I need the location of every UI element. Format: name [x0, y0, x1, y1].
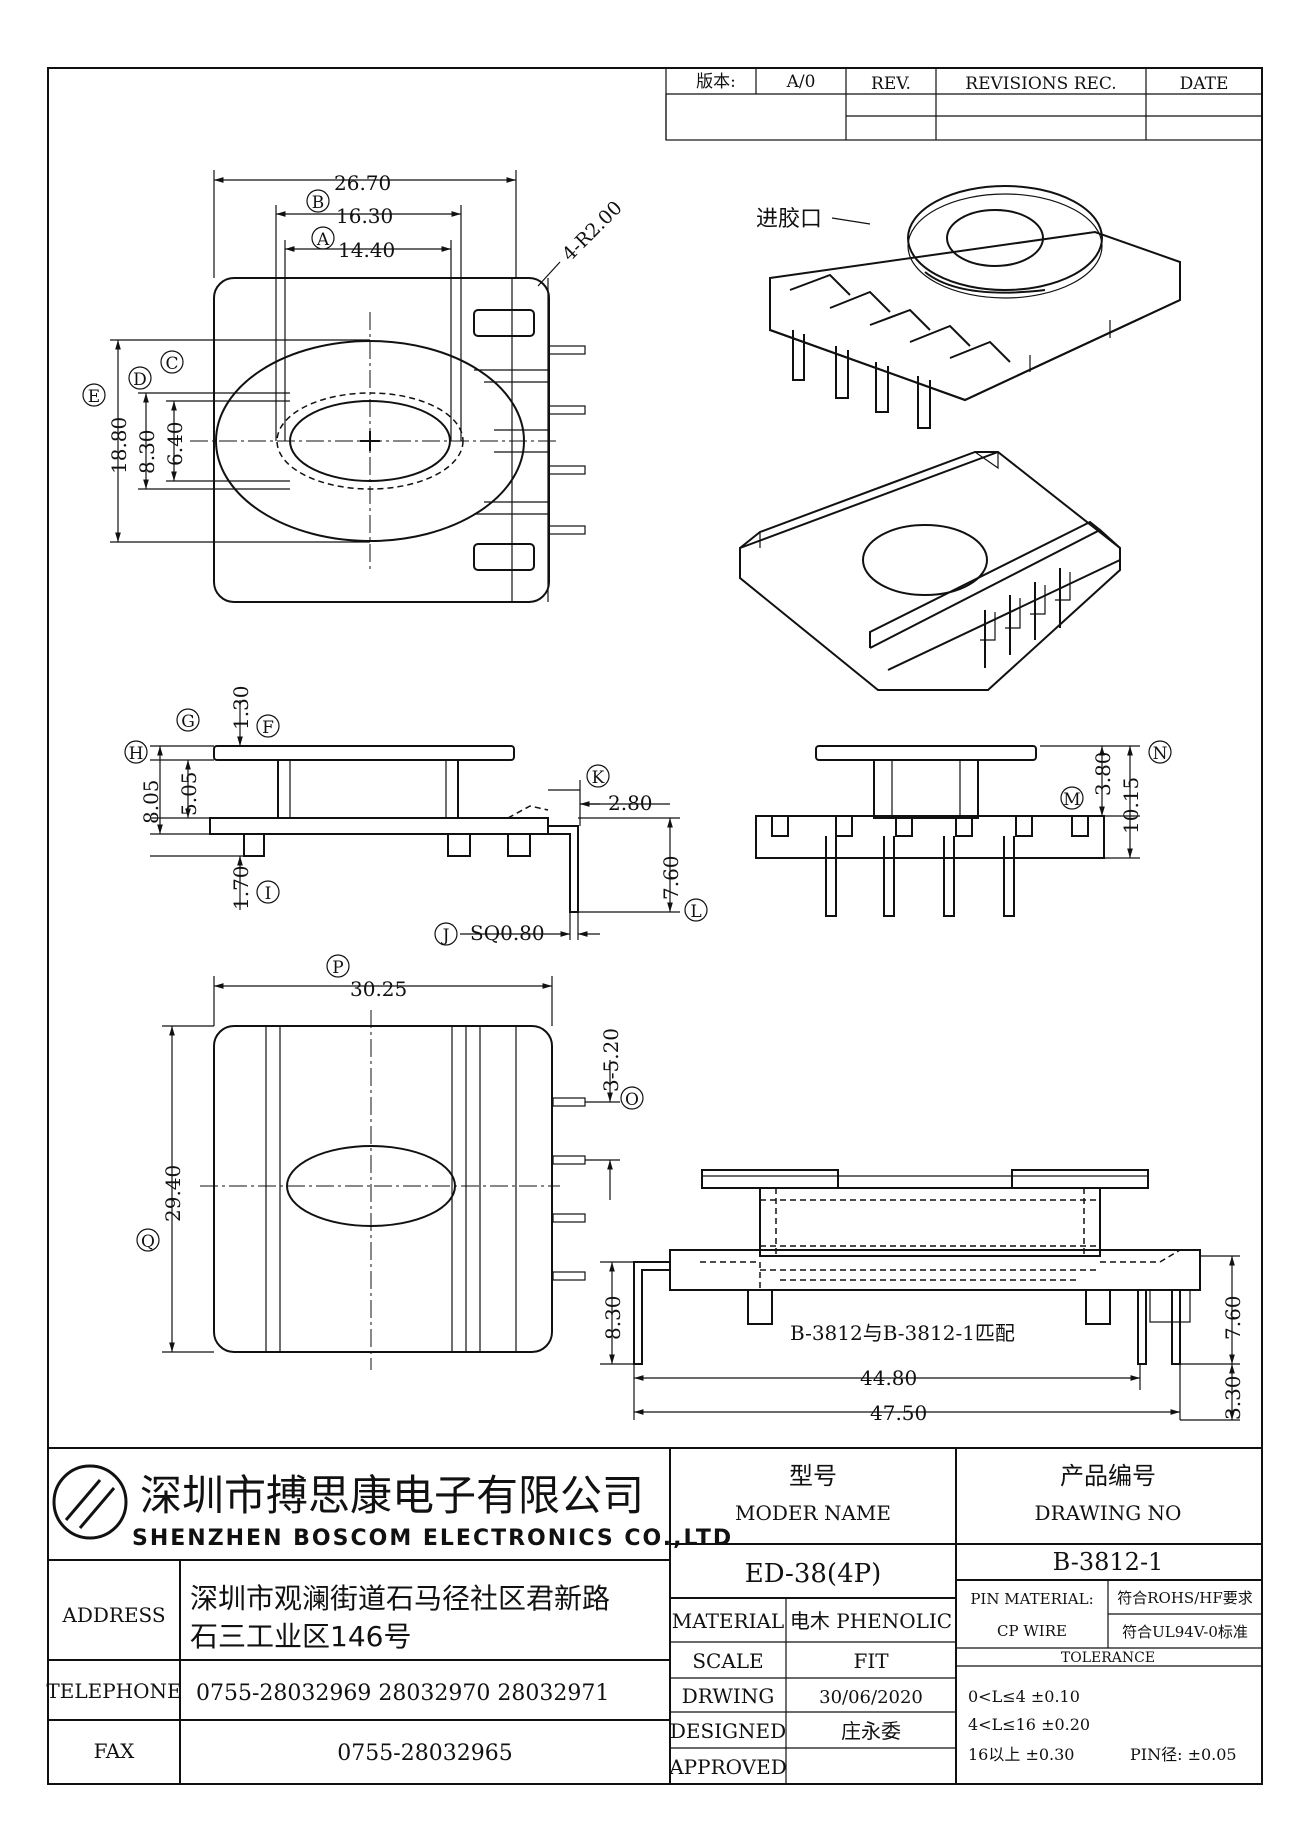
drawing-date-value: 30/06/2020 [819, 1687, 923, 1708]
side-view: 1.30 8.05 5.05 1.70 G F H I 2.80 K 7.60 … [124, 685, 708, 946]
callout-i: I [265, 884, 272, 904]
fax-value: 0755-28032965 [337, 1741, 512, 1766]
address-label: ADDRESS [61, 1603, 165, 1627]
designed-label: DESIGNED [670, 1719, 786, 1743]
company-logo [52, 1464, 128, 1540]
telephone-value: 0755-28032969 28032970 28032971 [196, 1681, 609, 1706]
dim-3-80: 3.80 [1091, 751, 1115, 796]
dim-1-30: 1.30 [229, 685, 253, 730]
rev-label: REV. [871, 74, 911, 94]
company-name-en: SHENZHEN BOSCOM ELECTRONICS CO.,LTD [132, 1526, 733, 1551]
callout-h: H [129, 744, 144, 764]
dim-16-30: 16.30 [336, 204, 393, 228]
model-label-cn: 型号 [789, 1462, 837, 1490]
callout-p: P [332, 958, 343, 978]
ul-compliance: 符合UL94V-0标准 [1122, 1623, 1248, 1641]
dim-8-30: 8.30 [135, 429, 159, 474]
dim-1-70: 1.70 [229, 865, 253, 910]
dim-18-80: 18.80 [107, 417, 131, 474]
dim-29-40: 29.40 [161, 1165, 185, 1222]
dim-6-40: 6.40 [163, 421, 187, 466]
drawing-date-label: DRWING [682, 1684, 775, 1708]
scale-value: FIT [853, 1649, 889, 1673]
tolerance-range-2: 4<L≤16 ±0.20 [968, 1715, 1090, 1734]
dim-5-05: 5.05 [177, 771, 201, 816]
dim-26-70: 26.70 [334, 171, 391, 195]
material-label: MATERIAL [672, 1609, 784, 1633]
pin-material-value: CP WIRE [997, 1622, 1067, 1640]
callout-a: A [316, 230, 330, 250]
model-value: ED-38(4P) [745, 1559, 882, 1589]
callout-f: F [262, 718, 274, 738]
tolerance-range-3: 16以上 ±0.30 [968, 1745, 1074, 1764]
designed-value: 庄永委 [841, 1719, 901, 1743]
title-block: 深圳市搏思康电子有限公司 SHENZHEN BOSCOM ELECTRONICS… [46, 1447, 1263, 1785]
date-label: DATE [1180, 74, 1229, 94]
scale-label: SCALE [692, 1649, 763, 1673]
revision-table: 版本: A/0 REV. REVISIONS REC. DATE [665, 67, 1263, 141]
address-line1: 深圳市观澜街道石马径社区君新路 [190, 1582, 610, 1615]
iso-gate-label: 进胶口 [756, 207, 822, 232]
revisions-label: REVISIONS REC. [965, 74, 1116, 94]
dim-30-25: 30.25 [350, 977, 407, 1001]
tolerance-range-1: 0<L≤4 ±0.10 [968, 1687, 1080, 1706]
top-view: 26.70 B 16.30 A 14.40 4-R2.00 18.80 8.30… [82, 170, 627, 603]
dim-radius: 4-R2.00 [558, 197, 627, 266]
callout-n: N [1153, 744, 1168, 764]
callout-c: C [165, 354, 178, 374]
dim-asm-44-80: 44.80 [860, 1366, 917, 1390]
dim-asm-3-30: 3.30 [1221, 1375, 1245, 1420]
dim-asm-8-30: 8.30 [601, 1295, 625, 1340]
rev-version-value: A/0 [786, 72, 816, 92]
assembly-note: B-3812与B-3812-1匹配 [790, 1321, 1015, 1345]
tolerance-pin: PIN径: ±0.05 [1130, 1745, 1237, 1764]
callout-l: L [690, 902, 701, 922]
rev-version-label: 版本: [696, 72, 736, 92]
telephone-label: TELEPHONE [46, 1679, 181, 1703]
approved-label: APPROVED [668, 1755, 787, 1779]
model-label-en: MODER NAME [735, 1501, 891, 1525]
dim-asm-7-60: 7.60 [1221, 1295, 1245, 1340]
fax-label: FAX [94, 1739, 136, 1763]
callout-k: K [592, 768, 605, 788]
company-name-cn: 深圳市搏思康电子有限公司 [140, 1471, 644, 1520]
dim-14-40: 14.40 [338, 238, 395, 262]
material-value: 电木 PHENOLIC [790, 1609, 952, 1633]
isometric-view-bottom [739, 450, 1121, 691]
rohs-compliance: 符合ROHS/HF要求 [1117, 1589, 1253, 1607]
drawing-label-en: DRAWING NO [1035, 1501, 1182, 1525]
callout-q: Q [141, 1232, 155, 1252]
dim-8-05: 8.05 [139, 779, 163, 824]
isometric-view-top: 进胶口 [756, 185, 1181, 429]
dim-sq: SQ0.80 [470, 921, 545, 945]
pin-material-label: PIN MATERIAL: [970, 1590, 1093, 1608]
front-view: 3.80 10.15 N M [755, 740, 1172, 917]
dim-asm-47-50: 47.50 [870, 1401, 927, 1425]
drawing-value: B-3812-1 [1053, 1548, 1164, 1576]
drawing-label-cn: 产品编号 [1060, 1462, 1156, 1490]
assembly-view: B-3812与B-3812-1匹配 8.30 7.60 44.80 47.50 … [600, 1169, 1245, 1425]
callout-e: E [88, 387, 100, 407]
bottom-view: 30.25 P 29.40 Q 3-5.20 O [136, 954, 644, 1370]
dim-10-15: 10.15 [1119, 777, 1143, 834]
callout-o: O [625, 1090, 639, 1110]
dim-2-80: 2.80 [608, 791, 653, 815]
callout-d: D [133, 370, 147, 390]
callout-m: M [1063, 790, 1080, 810]
callout-j: J [441, 926, 450, 946]
tolerance-label: TOLERANCE [1061, 1650, 1155, 1666]
address-line2: 石三工业区146号 [190, 1620, 411, 1653]
dim-7-60: 7.60 [659, 855, 683, 900]
callout-b: B [312, 193, 325, 213]
callout-g: G [181, 712, 195, 732]
dim-3-5-20: 3-5.20 [599, 1028, 623, 1092]
